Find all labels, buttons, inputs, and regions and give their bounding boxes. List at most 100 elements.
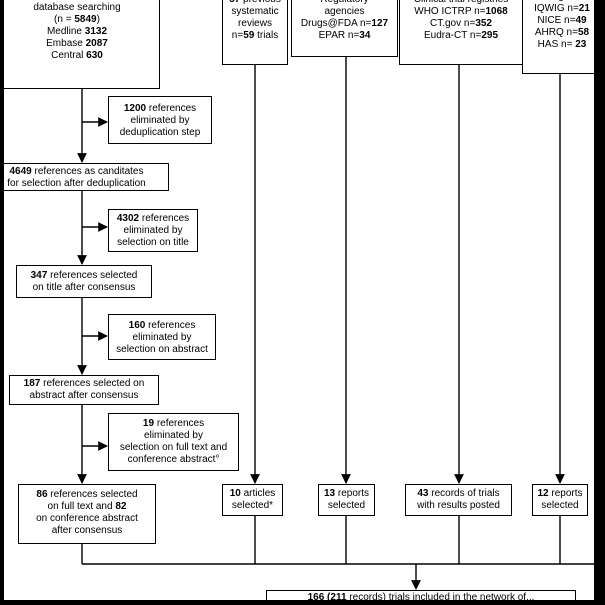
- label-text: AHRQ n=: [534, 27, 578, 38]
- label-text: conference abstract°: [127, 454, 220, 465]
- box-line: after consensus: [19, 525, 155, 537]
- box-line: Embase 2087: [4, 38, 159, 50]
- label-text: on conference abstract: [36, 513, 138, 524]
- label-text: systematic: [231, 6, 279, 17]
- box-line: selected: [533, 500, 587, 512]
- box-line: 12 reports: [533, 488, 587, 500]
- label-text: selected: [327, 500, 366, 511]
- label-text: selection on abstract: [116, 344, 208, 355]
- label-text: eliminated by: [144, 430, 203, 441]
- count-value: 3132: [84, 26, 108, 37]
- box-line: (n = 5849): [4, 14, 159, 26]
- label-text: references selected: [47, 270, 138, 281]
- label-text: IQWIG n=: [534, 3, 579, 14]
- label-text: selection on title: [117, 237, 189, 248]
- count-value: 4302: [116, 213, 140, 224]
- box-line: 1200 references: [109, 103, 211, 115]
- label-text: HTA agencies: [531, 0, 593, 2]
- label-text: Drugs@FDA n=: [300, 18, 372, 29]
- flow-diagram: references identified throughdatabase se…: [4, 0, 594, 600]
- label-text: references as canditates: [31, 166, 144, 177]
- label-text: selected: [541, 500, 579, 511]
- box-line: for selection after deduplication: [4, 178, 168, 190]
- count-value: 5849: [74, 14, 97, 25]
- count-value: 12: [537, 488, 549, 499]
- label-text: with results posted: [417, 500, 500, 511]
- count-value: 34: [359, 30, 371, 41]
- box-line: selected: [319, 500, 374, 512]
- count-value: 352: [475, 18, 492, 29]
- label-text: database searching: [33, 2, 121, 13]
- count-value: 13: [323, 488, 336, 499]
- box-line: Medline 3132: [4, 26, 159, 38]
- count-value: 59: [243, 30, 255, 41]
- box-line: 19 references: [109, 418, 238, 430]
- label-text: WHO ICTRP n=: [414, 6, 486, 17]
- label-text: EPAR n=: [318, 30, 360, 41]
- label-text: previous: [240, 0, 281, 5]
- box-line: 166 (211 records) trials included in the…: [267, 592, 575, 600]
- box-line: selection on title: [109, 237, 197, 249]
- box-line: 86 references selected: [19, 489, 155, 501]
- label-text: for selection after deduplication: [7, 178, 146, 189]
- search-box: references identified throughdatabase se…: [4, 0, 160, 89]
- count-value: 187: [23, 378, 41, 389]
- count-value: 1068: [485, 6, 508, 17]
- box-line: selected*: [223, 500, 282, 512]
- label-text: references: [146, 103, 197, 114]
- label-text: eliminated by: [132, 332, 192, 343]
- box-line: with results posted: [406, 500, 511, 512]
- label-text: on title after consensus: [32, 282, 136, 293]
- label-text: ): [96, 14, 100, 25]
- box-line: WHO ICTRP n=1068: [400, 6, 522, 18]
- box-line: EPAR n=34: [292, 30, 397, 42]
- box-line: 160 references: [109, 320, 215, 332]
- label-text: eliminated by: [130, 115, 190, 126]
- box-line: agencies: [292, 6, 397, 18]
- box-line: references identified through: [4, 0, 159, 2]
- box-line: on full text and 82: [19, 501, 155, 513]
- box-line: Drugs@FDA n=127: [292, 18, 397, 30]
- count-value: 160: [128, 320, 146, 331]
- label-text: articles: [240, 488, 276, 499]
- box-line: 4649 references as canditates: [4, 166, 168, 178]
- label-text: references: [139, 213, 190, 224]
- box-line: 10 articles: [223, 488, 282, 500]
- label-text: deduplication step: [119, 127, 201, 138]
- count-value: 86: [36, 489, 48, 500]
- count-value: 43: [417, 488, 429, 499]
- label-text: references selected on: [40, 378, 145, 389]
- count-value: 82: [115, 501, 127, 512]
- box-line: CT.gov n=352: [400, 18, 522, 30]
- label-text: HAS n=: [537, 39, 576, 50]
- box-line: eliminated by: [109, 332, 215, 344]
- box-line: on conference abstract: [19, 513, 155, 525]
- box-line: Eudra-CT n=295: [400, 30, 522, 42]
- label-text: reports: [548, 488, 583, 499]
- box-line: deduplication step: [109, 127, 211, 139]
- reviews-box: 57 previoussystematicreviewsn=59 trials: [222, 0, 288, 65]
- count-value: 23: [575, 39, 587, 50]
- box-line: AHRQ n=58: [523, 27, 594, 39]
- connector-lines: [77, 57, 594, 590]
- label-text: abstract after consensus: [29, 390, 139, 401]
- box-line: IQWIG n=21: [523, 3, 594, 15]
- label-text: (n =: [54, 14, 75, 25]
- label-text: selected*: [231, 500, 274, 511]
- box-line: 4302 references: [109, 213, 197, 225]
- label-text: after consensus: [51, 525, 123, 536]
- final-box: 166 (211 records) trials included in the…: [266, 590, 576, 600]
- box-line: eliminated by: [109, 115, 211, 127]
- box-line: on title after consensus: [17, 282, 151, 294]
- box-line: selection on abstract: [109, 344, 215, 356]
- count-value: 49: [575, 15, 587, 26]
- box-line: systematic: [223, 6, 287, 18]
- box-line: 43 records of trials: [406, 488, 511, 500]
- label-text: Medline: [46, 26, 85, 37]
